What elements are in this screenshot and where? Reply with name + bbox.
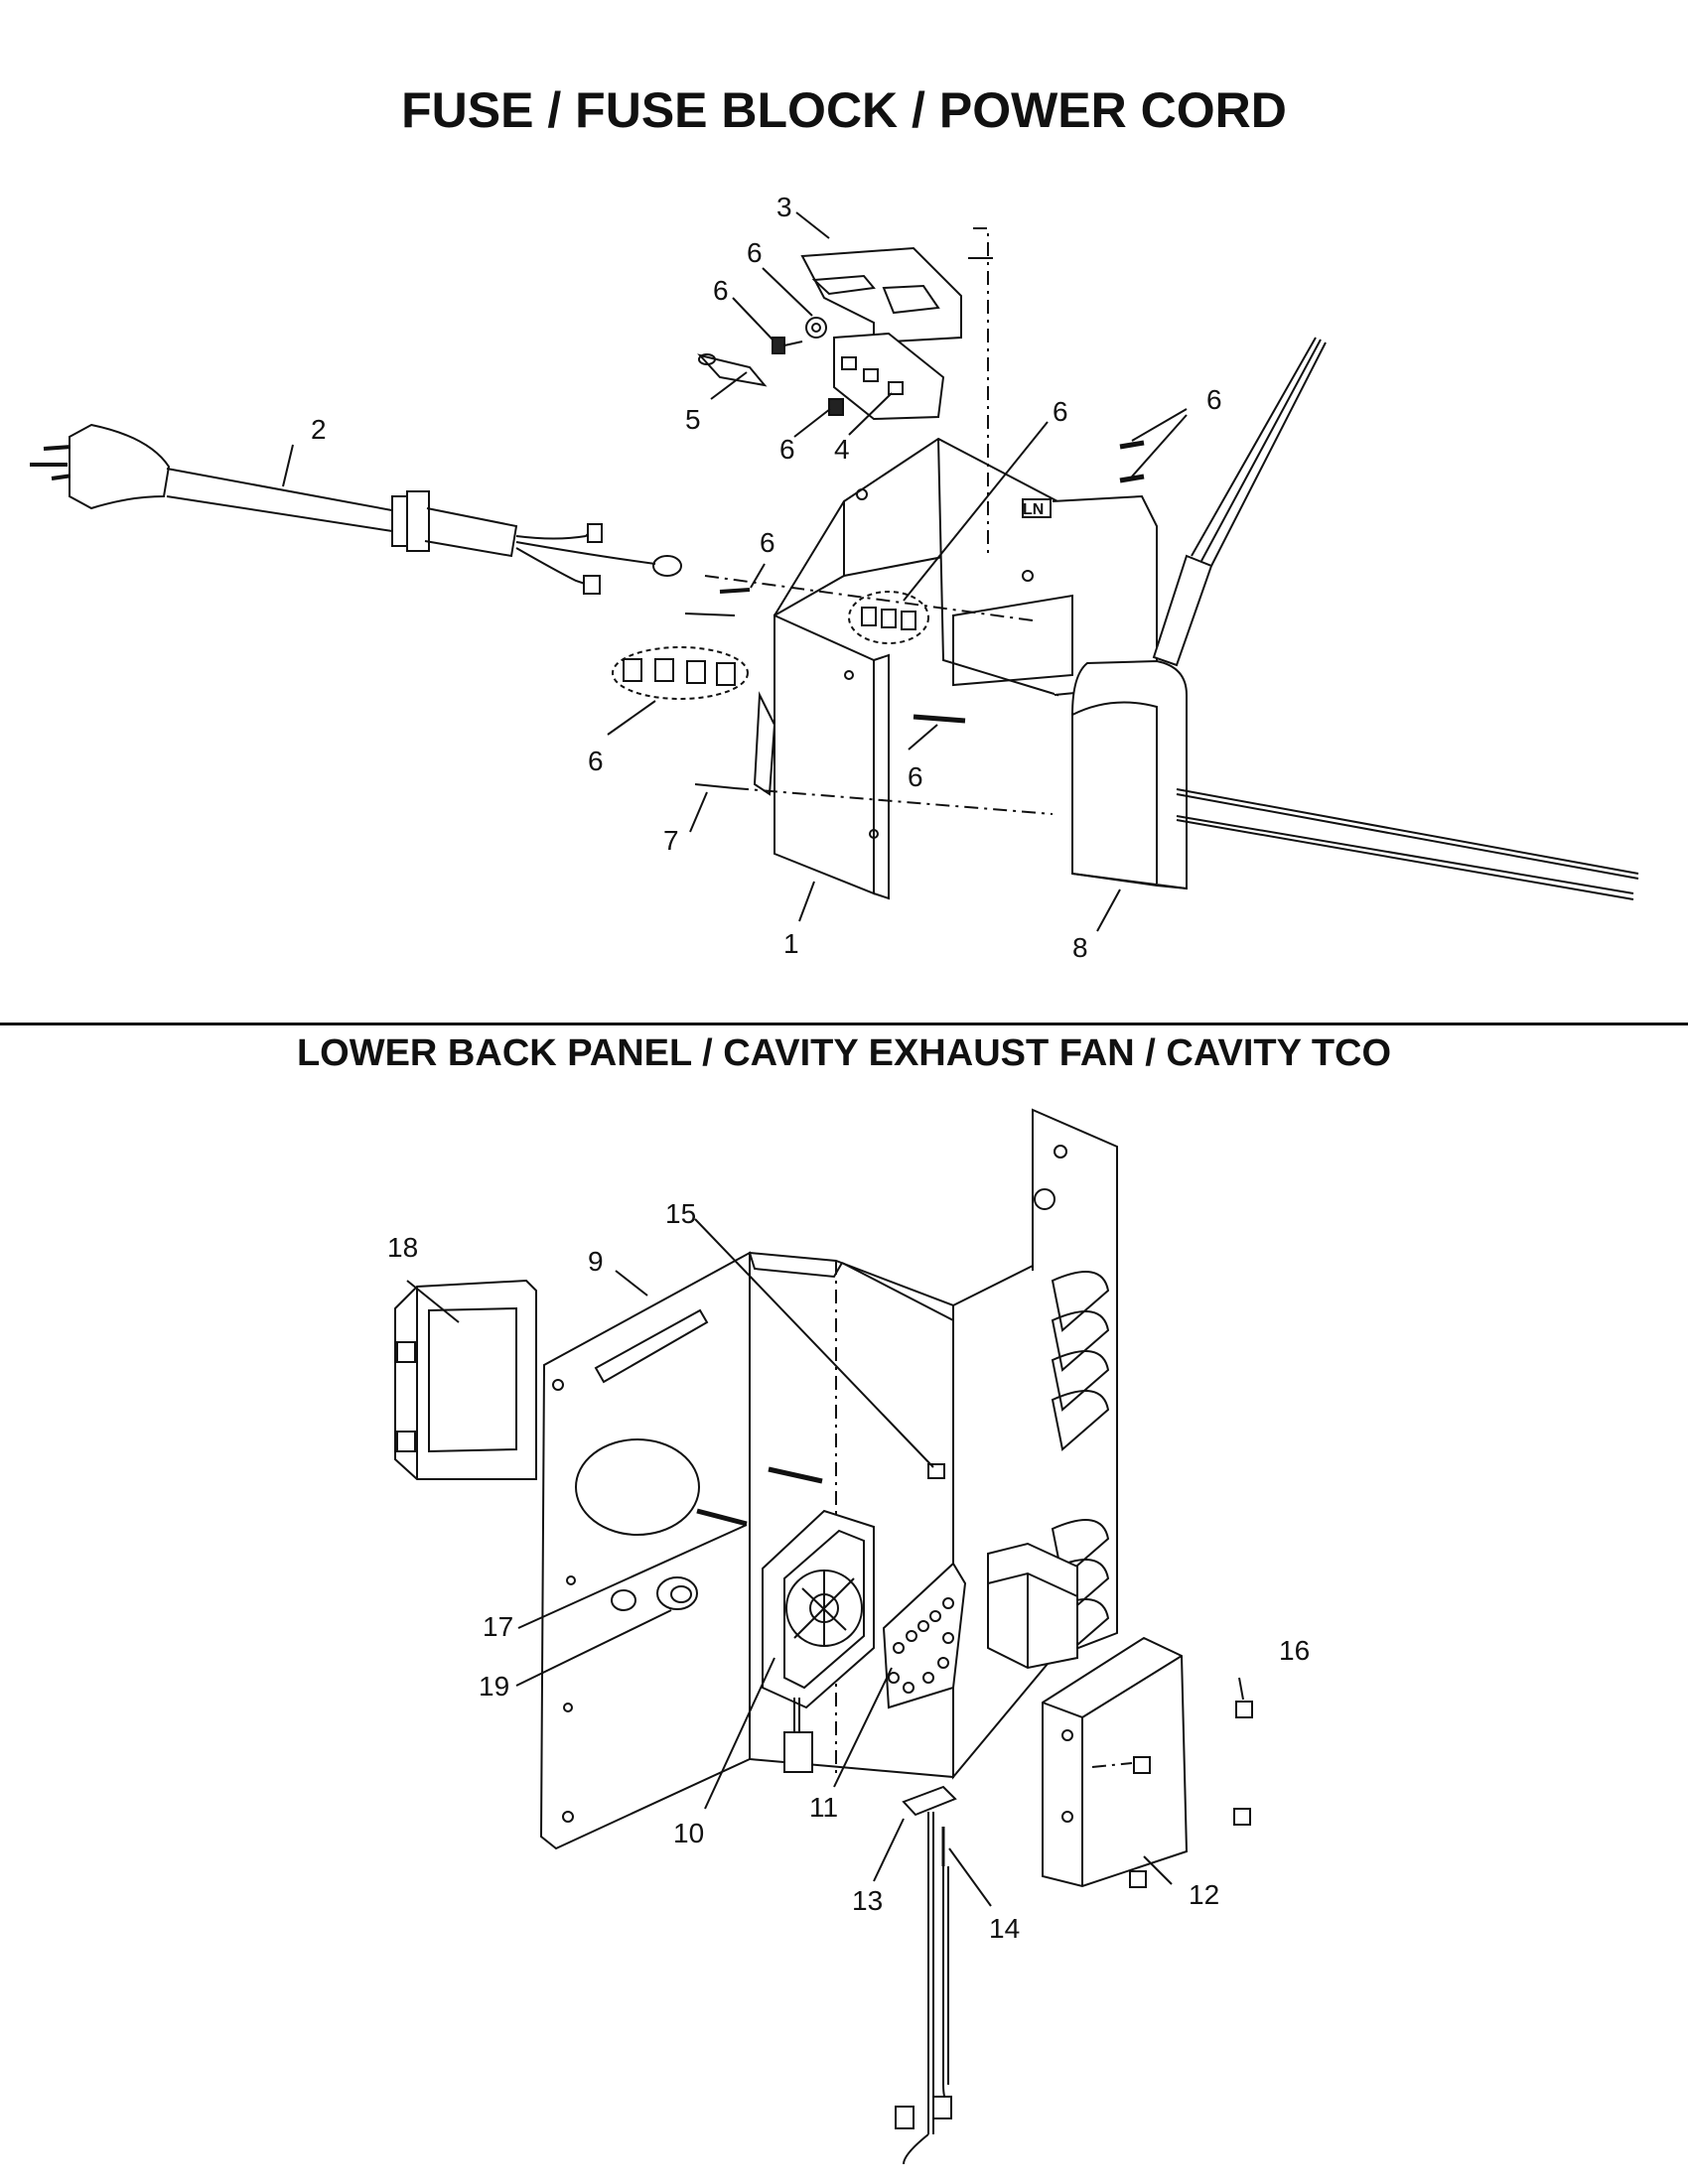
callout-10: 10 xyxy=(673,1818,704,1848)
grommet-drawing xyxy=(656,1576,698,1610)
callout-19: 19 xyxy=(479,1671,509,1702)
fan-guard-drawing xyxy=(882,1562,967,1709)
callout-7: 7 xyxy=(663,825,679,856)
back-panel-drawing xyxy=(539,1108,1118,1850)
callout-13: 13 xyxy=(852,1885,883,1916)
callout-1: 1 xyxy=(783,928,799,959)
tco-drawing xyxy=(895,1463,1078,2165)
fan-drawing xyxy=(696,1466,875,1773)
callouts-bottom: 9 10 11 12 13 14 15 16 17 18 19 xyxy=(387,1198,1310,1944)
tco-cover-drawing xyxy=(1042,1636,1253,1888)
callout-15: 15 xyxy=(665,1198,696,1229)
callout-11: 11 xyxy=(809,1792,838,1823)
callout-8: 8 xyxy=(1072,932,1088,963)
power-cord-drawing xyxy=(30,423,682,595)
fuse-holder-drawing xyxy=(697,246,962,421)
leader-lines-top xyxy=(282,211,1188,932)
callout-16: 16 xyxy=(1279,1635,1310,1666)
section-divider xyxy=(0,1023,1688,1025)
mounting-bracket-drawing xyxy=(753,227,1158,900)
callout-5: 5 xyxy=(685,404,701,435)
callouts-top: 1 2 3 4 5 6 6 6 6 6 6 6 6 7 8 LN xyxy=(311,192,1222,963)
callout-6a: 6 xyxy=(747,237,763,268)
callout-17: 17 xyxy=(483,1611,513,1642)
callout-6d: 6 xyxy=(1053,396,1068,427)
callout-9: 9 xyxy=(588,1246,604,1277)
leader-lines-bottom xyxy=(406,1218,1244,1907)
callout-6g: 6 xyxy=(588,746,604,776)
callout-6e: 6 xyxy=(1206,384,1222,415)
gasket-drawing xyxy=(394,1279,537,1480)
callout-2: 2 xyxy=(311,414,327,445)
callout-6c: 6 xyxy=(779,434,795,465)
callout-4: 4 xyxy=(834,434,850,465)
callout-6f: 6 xyxy=(760,527,775,558)
callout-6b: 6 xyxy=(713,275,729,306)
callout-18: 18 xyxy=(387,1232,418,1263)
callout-12: 12 xyxy=(1189,1879,1219,1910)
fuse-block-mark: LN xyxy=(1023,501,1044,518)
cover-drawing xyxy=(1071,337,1639,900)
callout-6h: 6 xyxy=(908,761,923,792)
callout-14: 14 xyxy=(989,1913,1020,1944)
section-title-fuse: FUSE / FUSE BLOCK / POWER CORD xyxy=(401,82,1287,138)
callout-3: 3 xyxy=(776,192,792,222)
fastener-groups-drawing xyxy=(612,440,1145,815)
section-title-lower-back-panel: LOWER BACK PANEL / CAVITY EXHAUST FAN / … xyxy=(296,1032,1392,1074)
